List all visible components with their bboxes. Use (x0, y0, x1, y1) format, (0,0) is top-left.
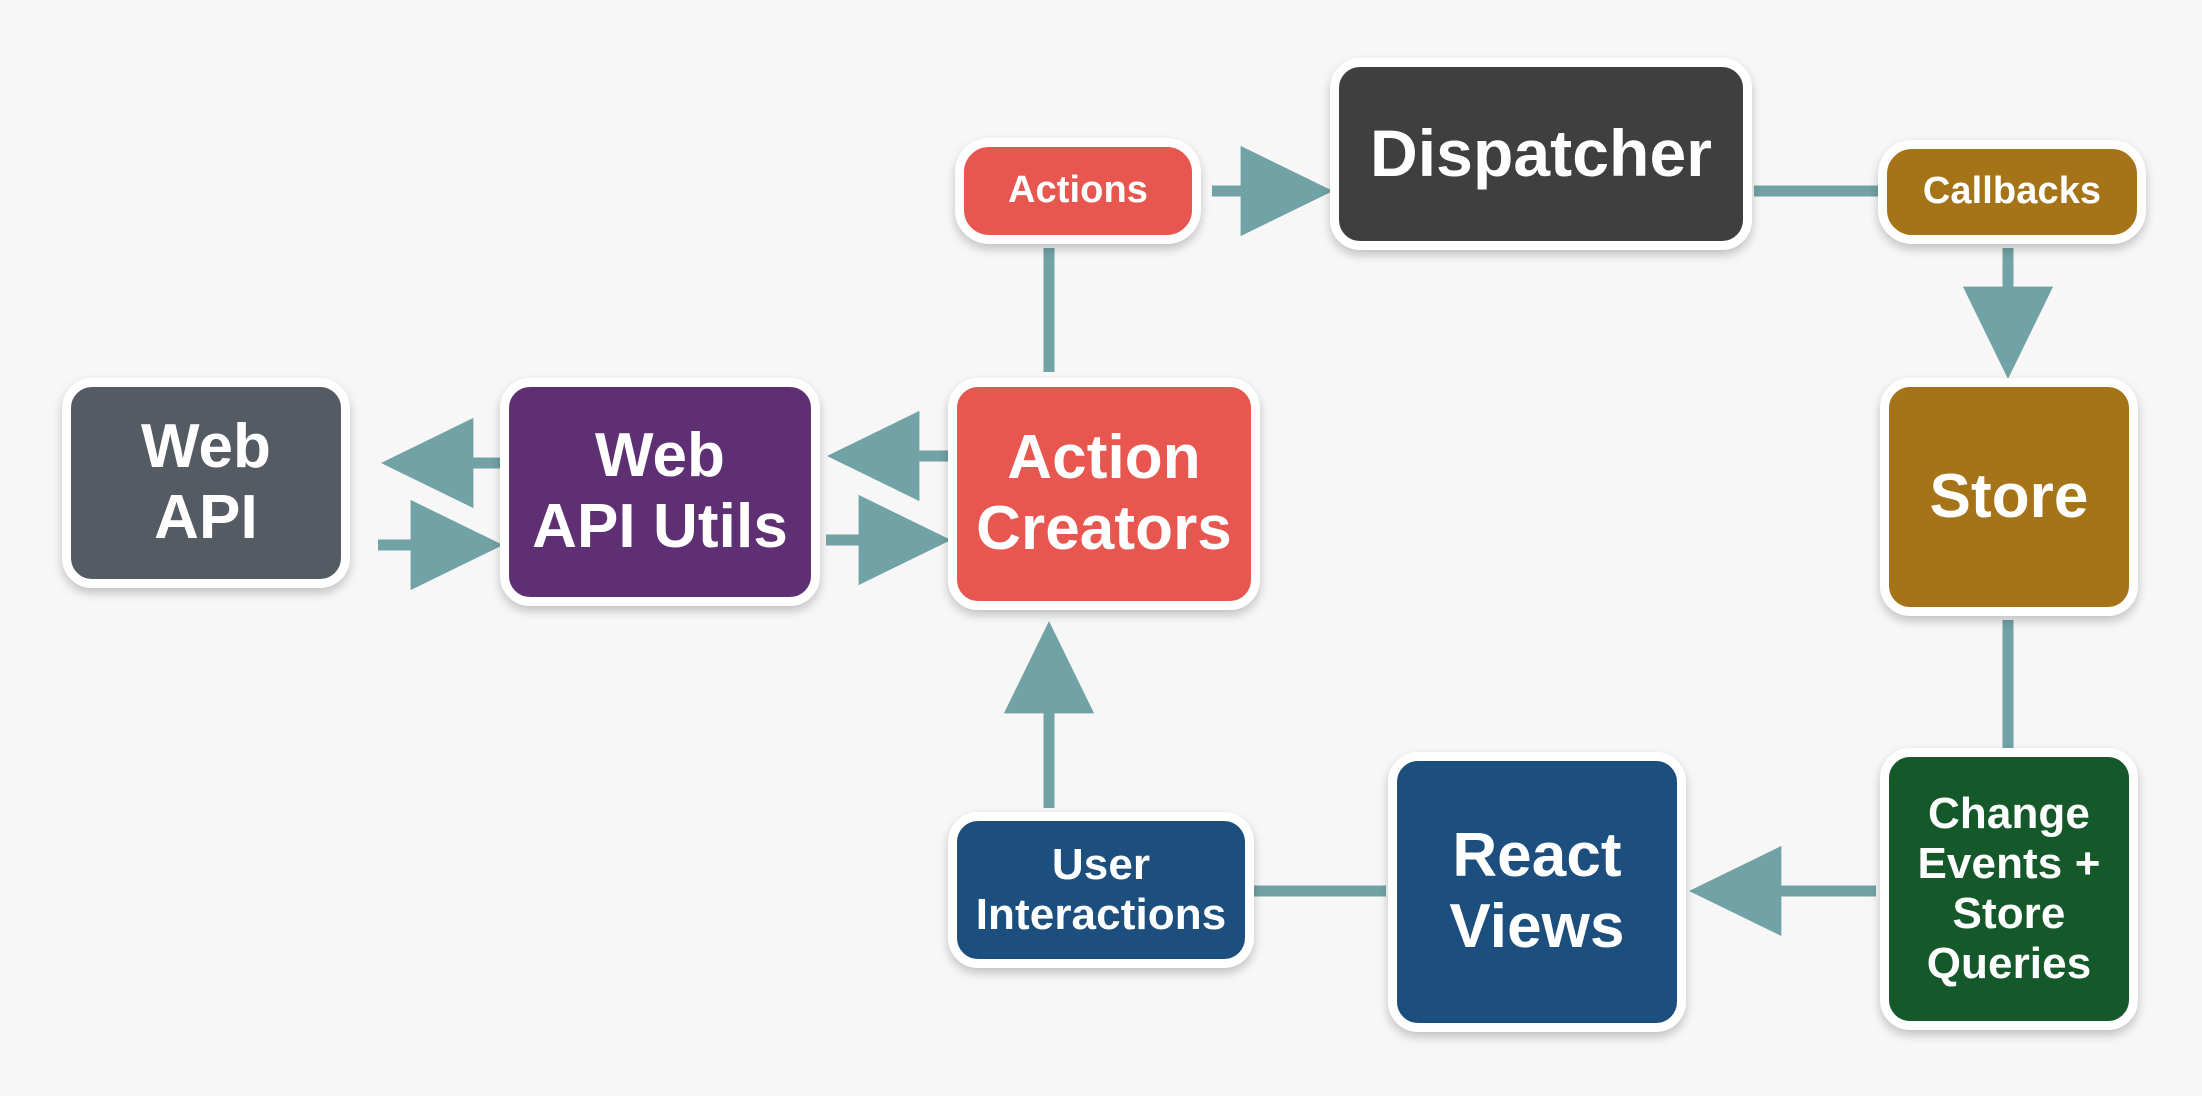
node-web-api-label: Web API (140, 412, 272, 552)
node-callbacks[interactable]: Callbacks (1878, 140, 2146, 244)
node-change-events-label: Change Events + Store Queries (1917, 788, 2101, 989)
node-action-creators[interactable]: Action Creators (948, 378, 1260, 610)
node-react-views-label: React Views (1449, 821, 1625, 961)
node-callbacks-label: Callbacks (1922, 170, 2102, 213)
node-web-api-utils[interactable]: Web API Utils (500, 378, 820, 606)
node-actions-label: Actions (1007, 169, 1149, 212)
node-web-api[interactable]: Web API (62, 378, 350, 588)
node-user-interactions[interactable]: User Interactions (948, 812, 1254, 968)
node-change-events[interactable]: Change Events + Store Queries (1880, 748, 2138, 1030)
node-action-creators-label: Action Creators (976, 423, 1232, 563)
node-store-label: Store (1929, 461, 2089, 531)
node-store[interactable]: Store (1880, 378, 2138, 616)
node-dispatcher-label: Dispatcher (1369, 116, 1713, 191)
node-user-interactions-label: User Interactions (975, 839, 1227, 939)
node-react-views[interactable]: React Views (1388, 752, 1686, 1032)
node-actions[interactable]: Actions (955, 138, 1201, 244)
node-dispatcher[interactable]: Dispatcher (1330, 58, 1752, 250)
node-web-api-utils-label: Web API Utils (532, 421, 788, 561)
